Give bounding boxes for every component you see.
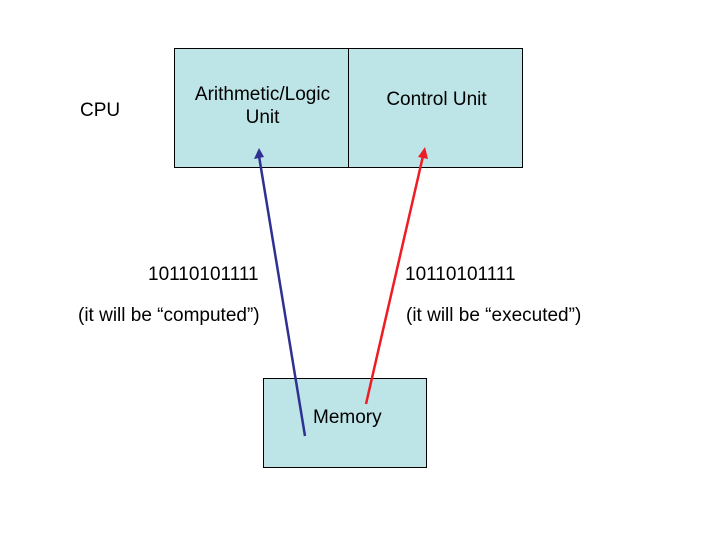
alu-label-line1: Arithmetic/Logic (194, 84, 331, 105)
control-unit-arrow (364, 147, 428, 405)
alu-label-line2: Unit (245, 107, 280, 128)
left-binary-value: 10110101111 (148, 264, 259, 285)
alu-arrow (254, 148, 307, 437)
control-unit-label: Control Unit (386, 89, 487, 110)
control-unit-box: Control Unit (348, 48, 523, 168)
left-caption: (it will be “computed”) (78, 305, 260, 326)
memory-box: Memory (263, 378, 427, 468)
right-caption: (it will be “executed”) (406, 305, 582, 326)
right-binary-value: 10110101111 (405, 264, 516, 285)
cpu-label: CPU (80, 100, 121, 121)
memory-label: Memory (313, 407, 382, 428)
